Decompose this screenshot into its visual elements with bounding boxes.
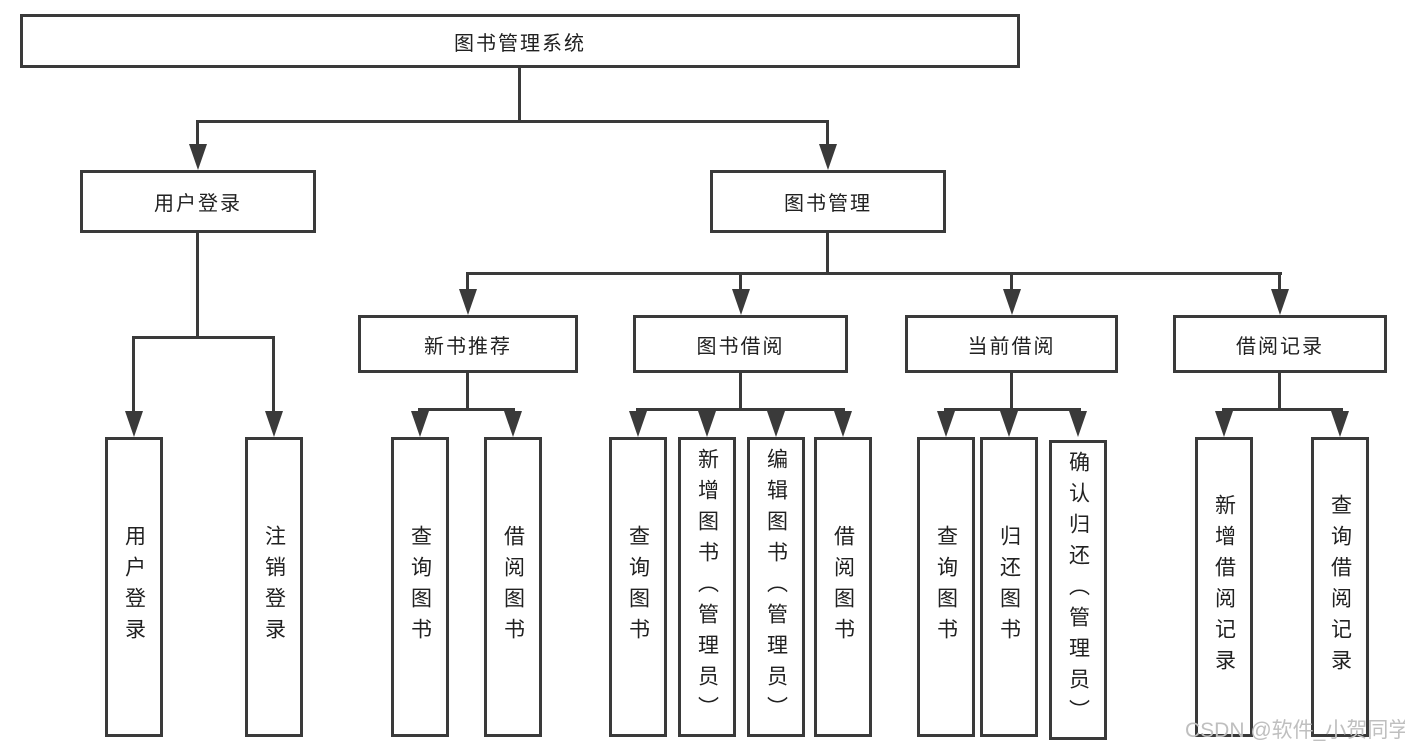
- node-new-book-recommend: 新书推荐: [358, 315, 578, 373]
- node-root: 图书管理系统: [20, 14, 1020, 68]
- leaf-add-borrow-record: 新增借阅记录: [1195, 437, 1253, 737]
- leaf-query-books-borrowing-label: 查询图书: [626, 525, 650, 649]
- node-book-management: 图书管理: [710, 170, 946, 233]
- connector-current-stem: [1010, 373, 1013, 410]
- arrow-down-icon: [125, 411, 143, 437]
- arrow-down-icon: [767, 411, 785, 437]
- node-root-label: 图书管理系统: [454, 32, 586, 55]
- arrow-down-icon: [1271, 289, 1289, 315]
- leaf-borrow-books-recommend: 借阅图书: [484, 437, 542, 737]
- node-user-login-label: 用户登录: [154, 193, 242, 215]
- arrow-down-icon: [265, 411, 283, 437]
- connector-leaf-arrow-stem: [272, 336, 275, 414]
- connector-userlogin-stem: [196, 233, 199, 338]
- leaf-user-login: 用户登录: [105, 437, 163, 737]
- leaf-query-borrow-record: 查询借阅记录: [1311, 437, 1369, 737]
- connector-row3-arrow-stem: [1278, 272, 1281, 292]
- connector-newbook-branch: [418, 408, 515, 411]
- leaf-query-books-recommend-label: 查询图书: [408, 525, 432, 649]
- watermark: CSDN @软件_小贺同学: [1185, 719, 1405, 742]
- leaf-confirm-return-admin-label: 确认归还（管理员）: [1066, 450, 1090, 730]
- arrow-down-icon: [1000, 411, 1018, 437]
- node-borrowing-records: 借阅记录: [1173, 315, 1387, 373]
- arrow-down-icon: [459, 289, 477, 315]
- connector-row3-arrow-stem: [466, 272, 469, 292]
- arrow-down-icon: [504, 411, 522, 437]
- leaf-edit-books-admin-label: 编辑图书（管理员）: [764, 447, 788, 727]
- leaf-borrow-books-borrowing: 借阅图书: [814, 437, 872, 737]
- connector-bookmgmt-branch: [466, 272, 1282, 275]
- connector-row3-arrow-stem: [739, 272, 742, 292]
- arrow-down-icon: [1331, 411, 1349, 437]
- connector-userlogin-arrow-stem: [196, 120, 199, 148]
- leaf-add-books-admin: 新增图书（管理员）: [678, 437, 736, 737]
- leaf-borrow-books-recommend-label: 借阅图书: [501, 525, 525, 649]
- node-user-login: 用户登录: [80, 170, 316, 233]
- leaf-query-books-recommend: 查询图书: [391, 437, 449, 737]
- node-new-book-recommend-label: 新书推荐: [424, 335, 512, 358]
- leaf-edit-books-admin: 编辑图书（管理员）: [747, 437, 805, 737]
- arrow-down-icon: [1069, 411, 1087, 437]
- arrow-down-icon: [698, 411, 716, 437]
- connector-root-stem: [518, 68, 521, 122]
- leaf-logout-label: 注销登录: [262, 525, 286, 649]
- arrow-down-icon: [937, 411, 955, 437]
- connector-borrowing-branch: [636, 408, 845, 411]
- connector-records-stem: [1278, 373, 1281, 410]
- node-book-management-label: 图书管理: [784, 193, 872, 215]
- leaf-add-borrow-record-label: 新增借阅记录: [1212, 494, 1236, 680]
- node-current-borrowing: 当前借阅: [905, 315, 1118, 373]
- arrow-down-icon: [189, 144, 207, 170]
- leaf-confirm-return-admin: 确认归还（管理员）: [1049, 440, 1107, 740]
- leaf-user-login-label: 用户登录: [122, 525, 146, 649]
- leaf-logout: 注销登录: [245, 437, 303, 737]
- node-current-borrowing-label: 当前借阅: [967, 335, 1056, 358]
- connector-borrowing-stem: [739, 373, 742, 410]
- leaf-query-books-borrowing: 查询图书: [609, 437, 667, 737]
- node-book-borrowing: 图书借阅: [633, 315, 848, 373]
- connector-userlogin-branch: [132, 336, 275, 339]
- node-borrowing-records-label: 借阅记录: [1236, 335, 1324, 358]
- node-book-borrowing-label: 图书借阅: [696, 335, 785, 358]
- leaf-return-books-label: 归还图书: [997, 525, 1021, 649]
- connector-records-branch: [1222, 408, 1343, 411]
- leaf-query-borrow-record-label: 查询借阅记录: [1328, 494, 1352, 680]
- arrow-down-icon: [1003, 289, 1021, 315]
- arrow-down-icon: [732, 289, 750, 315]
- arrow-down-icon: [629, 411, 647, 437]
- arrow-down-icon: [819, 144, 837, 170]
- leaf-add-books-admin-label: 新增图书（管理员）: [695, 447, 719, 727]
- connector-row3-arrow-stem: [1010, 272, 1013, 292]
- connector-bookmgmt-arrow-stem: [826, 120, 829, 148]
- connector-root-branch: [196, 120, 829, 123]
- arrow-down-icon: [834, 411, 852, 437]
- arrow-down-icon: [1215, 411, 1233, 437]
- connector-current-branch: [944, 408, 1081, 411]
- connector-leaf-arrow-stem: [132, 336, 135, 414]
- arrow-down-icon: [411, 411, 429, 437]
- leaf-return-books: 归还图书: [980, 437, 1038, 737]
- leaf-query-books-current: 查询图书: [917, 437, 975, 737]
- connector-newbook-stem: [466, 373, 469, 410]
- connector-bookmgmt-stem: [826, 233, 829, 274]
- leaf-borrow-books-borrowing-label: 借阅图书: [831, 525, 855, 649]
- leaf-query-books-current-label: 查询图书: [934, 525, 958, 649]
